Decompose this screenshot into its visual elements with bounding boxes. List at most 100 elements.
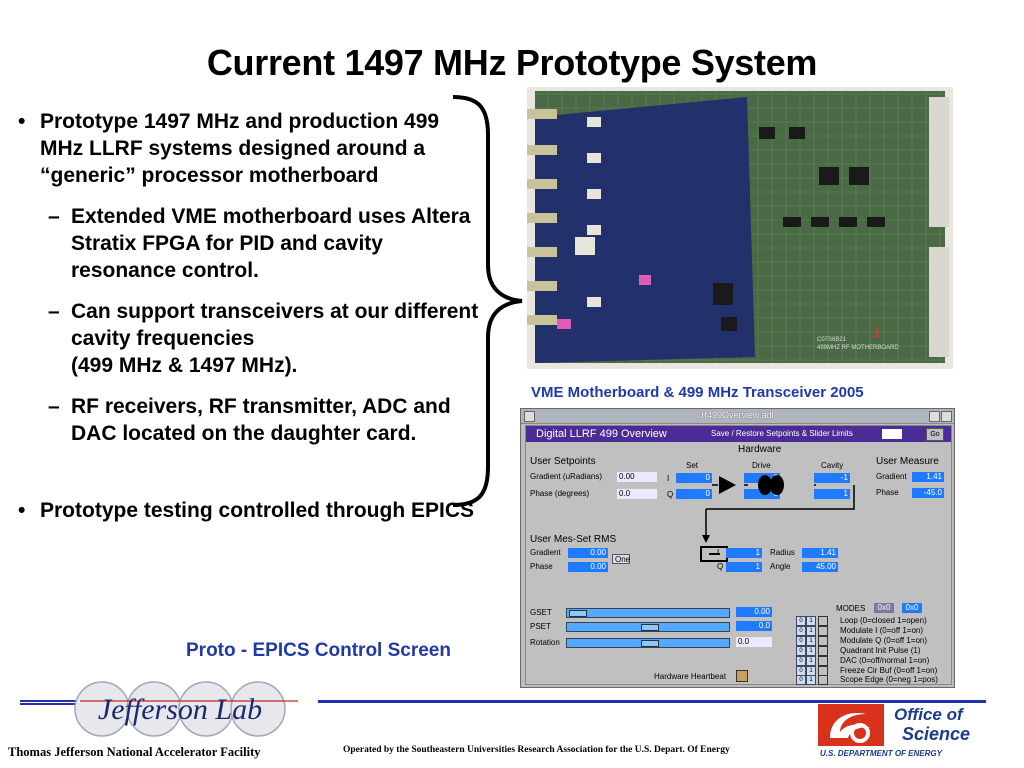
rotation-input[interactable]: 0.0 (736, 637, 772, 647)
radius-label: Radius (770, 548, 795, 557)
footer-divider (318, 700, 986, 703)
slider-knob[interactable] (569, 610, 587, 617)
set-i-value: 0 (676, 473, 712, 483)
bullet-marker: • (18, 110, 26, 133)
mode-on-button[interactable]: 1 (806, 646, 816, 656)
angle-label: Angle (770, 562, 791, 571)
mode-off-button[interactable]: 0 (796, 636, 806, 646)
mode-off-button[interactable]: 0 (796, 626, 806, 636)
modes-value: 0x0 (902, 603, 922, 613)
pset-label: PSET (530, 622, 551, 631)
operated-by-text: Operated by the Southeastern Universitie… (343, 745, 730, 755)
measure-gradient-value: 1.41 (912, 472, 944, 482)
sub-bullet-text: Can support transceivers at our differen… (71, 300, 479, 350)
i-value: 1 (726, 548, 762, 558)
rotation-slider[interactable] (566, 638, 730, 648)
sub-bullet-item: – Extended VME motherboard uses Altera S… (18, 203, 488, 284)
mode-indicator (818, 656, 828, 666)
go-button[interactable]: Go (926, 428, 944, 441)
heartbeat-indicator (736, 670, 748, 682)
mode-off-button[interactable]: 0 (796, 656, 806, 666)
modes-button[interactable]: 0x0 (874, 603, 894, 613)
slider-knob[interactable] (641, 624, 659, 631)
phase-label: Phase (degrees) (530, 489, 590, 498)
mode-on-button[interactable]: 1 (806, 656, 816, 666)
cavity-q-value: 1 (814, 489, 850, 499)
mode-on-button[interactable]: 1 (806, 636, 816, 646)
heartbeat-label: Hardware Heartbeat (654, 672, 727, 681)
user-setpoints-heading: User Setpoints (530, 456, 596, 467)
bullet-item: • Prototype 1497 MHz and production 499 … (18, 108, 488, 189)
mode-label: Scope Edge (0=neg 1=pos) (840, 675, 938, 684)
mode-label: DAC (0=off/normal 1=on) (840, 656, 930, 665)
minimize-button[interactable] (929, 411, 940, 422)
sub-bullet-item: – Can support transceivers at our differ… (18, 298, 488, 379)
gradient-input[interactable]: 0.00 (617, 472, 657, 482)
board-caption: VME Motherboard & 499 MHz Transceiver 20… (531, 384, 864, 401)
q-value: 1 (726, 562, 762, 572)
pset-slider[interactable] (566, 622, 730, 632)
dash-marker: – (48, 205, 60, 228)
i-label: I (667, 474, 670, 483)
mode-label: Modulate Q (0=off 1=on) (840, 636, 928, 645)
i-label: I (717, 548, 720, 557)
gset-value: 0.00 (736, 607, 772, 617)
mode-indicator (818, 675, 828, 685)
mode-indicator (818, 636, 828, 646)
rms-phase-value: 0.00 (568, 562, 608, 572)
cavity-i-value: -1 (814, 473, 850, 483)
gset-slider[interactable] (566, 608, 730, 618)
set-q-value: 0 (676, 489, 712, 499)
slider-knob[interactable] (641, 640, 659, 647)
slide-title: Current 1497 MHz Prototype System (206, 42, 818, 83)
sub-bullet-item: – RF receivers, RF transmitter, ADC and … (18, 393, 488, 447)
cavity-heading: Cavity (821, 461, 844, 470)
rotation-label: Rotation (530, 638, 560, 647)
mode-on-button[interactable]: 1 (806, 675, 816, 685)
office-of-label: Office of (894, 705, 965, 724)
mode-label: Freeze Cir Buf (0=off 1=on) (840, 666, 938, 675)
q-label: Q (667, 490, 674, 499)
mode-label: Quadrant Init Pulse (1) (840, 646, 921, 655)
mode-off-button[interactable]: 0 (796, 675, 806, 685)
save-restore-menu[interactable] (882, 429, 902, 439)
epics-panel: Digital LLRF 499 Overview Save / Restore… (525, 425, 952, 685)
one-button[interactable]: One (612, 554, 630, 564)
modes-label: MODES (836, 604, 866, 613)
lab-name: Thomas Jefferson National Accelerator Fa… (8, 745, 261, 759)
sub-bullet-text: (499 MHz & 1497 MHz). (71, 354, 298, 377)
board-label: C07S6B21 (817, 337, 847, 343)
bullet-text: Prototype 1497 MHz and production 499 MH… (40, 110, 440, 187)
epics-control-screen: rf499Overview.adl Digital LLRF 499 Overv… (520, 408, 955, 688)
mode-on-button[interactable]: 1 (806, 626, 816, 636)
doe-label: U.S. DEPARTMENT OF ENERGY (820, 749, 943, 758)
mode-off-button[interactable]: 0 (796, 616, 806, 626)
mes-set-rms-heading: User Mes-Set RMS (530, 534, 617, 545)
rms-gradient-label: Gradient (530, 548, 561, 557)
phase-input[interactable]: 0.0 (617, 489, 657, 499)
logo-text: Jefferson Lab (98, 693, 262, 726)
gset-label: GSET (530, 608, 552, 617)
save-restore-label: Save / Restore Setpoints & Slider Limits (711, 429, 853, 438)
angle-value: 45.00 (802, 562, 838, 572)
sub-bullet-text: Extended VME motherboard uses Altera Str… (71, 205, 471, 282)
jefferson-lab-logo: Jefferson Lab (20, 681, 298, 737)
dash-marker: – (48, 300, 60, 323)
bullet-text: Prototype testing controlled through EPI… (40, 499, 475, 522)
window-title: rf499Overview.adl (701, 410, 774, 420)
rms-phase-label: Phase (530, 562, 553, 571)
pset-value: 0.0 (736, 621, 772, 631)
board-label: 499MHZ RF MOTHERBOARD (817, 345, 899, 351)
science-label: Science (902, 724, 970, 744)
user-measure-heading: User Measure (876, 456, 939, 467)
vme-motherboard-photo: C07S6B21 499MHZ RF MOTHERBOARD 1 (527, 87, 953, 369)
mode-indicator (818, 626, 828, 636)
maximize-button[interactable] (941, 411, 952, 422)
rms-gradient-value: 0.00 (568, 548, 608, 558)
screen-caption: Proto - EPICS Control Screen (186, 640, 451, 661)
measure-phase-value: -45.0 (912, 488, 944, 498)
mode-on-button[interactable]: 1 (806, 616, 816, 626)
mode-off-button[interactable]: 0 (796, 646, 806, 656)
radius-value: 1.41 (802, 548, 838, 558)
window-menu-button[interactable] (524, 411, 535, 422)
